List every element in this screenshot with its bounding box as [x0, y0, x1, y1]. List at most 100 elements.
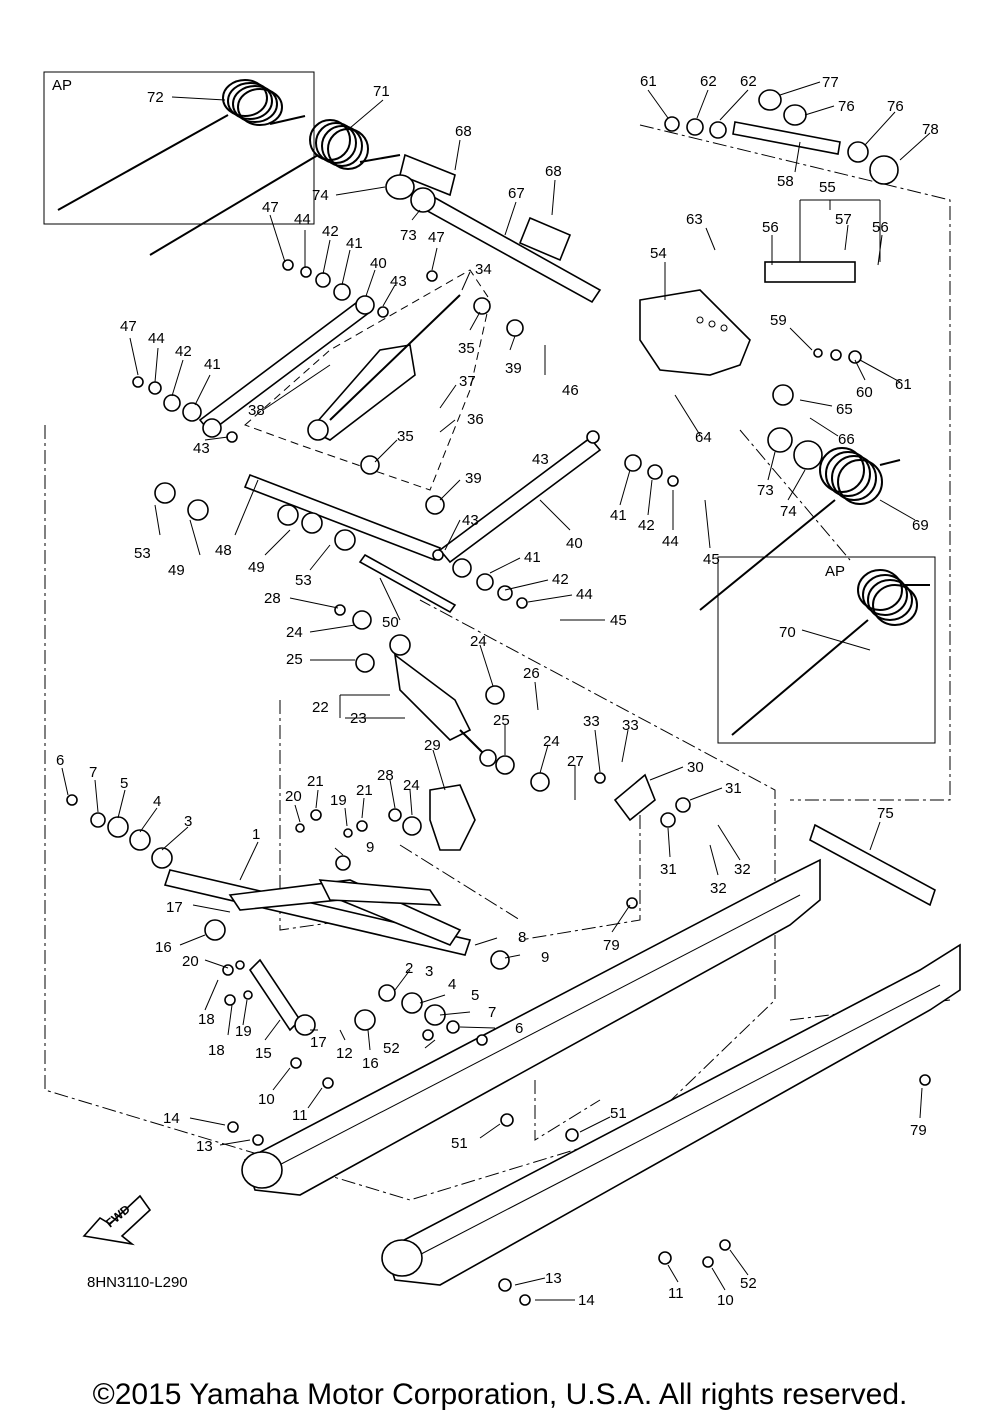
callout-74b: 74 [780, 503, 797, 520]
callout-77: 77 [822, 74, 839, 91]
callout-43b: 43 [193, 440, 210, 457]
callout-47b: 47 [428, 229, 445, 246]
callout-5a: 5 [120, 775, 128, 792]
callout-44d: 44 [576, 586, 593, 603]
callout-9b: 9 [541, 949, 549, 966]
callout-43d: 43 [462, 512, 479, 529]
callout-38: 38 [248, 402, 265, 419]
callout-29: 29 [424, 737, 441, 754]
callout-68a: 68 [455, 123, 472, 140]
spring-71 [149, 119, 401, 256]
callout-53a: 53 [134, 545, 151, 562]
callout-48: 48 [215, 542, 232, 559]
callout-20b: 20 [182, 953, 199, 970]
callout-76a: 76 [838, 98, 855, 115]
callout-19b: 19 [235, 1023, 252, 1040]
callout-32a: 32 [734, 861, 751, 878]
callout-3a: 3 [184, 813, 192, 830]
callout-18b: 18 [208, 1042, 225, 1059]
callout-35b: 35 [397, 428, 414, 445]
callout-19a: 19 [330, 792, 347, 809]
callout-14b: 14 [578, 1292, 595, 1309]
callout-42a: 42 [322, 223, 339, 240]
callout-30: 30 [687, 759, 704, 776]
callout-labels: 72 71 68 68 67 74 73 47 44 42 41 40 47 4… [56, 73, 939, 1309]
callout-14a: 14 [163, 1110, 180, 1127]
ap-inset-right: AP [717, 556, 936, 744]
callout-6b: 6 [515, 1020, 523, 1037]
callout-45a: 45 [703, 551, 720, 568]
callout-5b: 5 [471, 987, 479, 1004]
copyright-notice: ©2015 Yamaha Motor Corporation, U.S.A. A… [92, 1378, 908, 1411]
fwd-arrow: FWD [82, 1194, 152, 1246]
callout-44b: 44 [148, 330, 165, 347]
callout-39a: 39 [505, 360, 522, 377]
callout-41d: 41 [524, 549, 541, 566]
callout-41c: 41 [610, 507, 627, 524]
callout-32b: 32 [710, 880, 727, 897]
callout-70: 70 [779, 624, 796, 641]
callout-4a: 4 [153, 793, 161, 810]
spring-70 [731, 569, 930, 736]
callout-24c: 24 [543, 733, 560, 750]
shock-subassembly-box [244, 269, 491, 491]
callout-78: 78 [922, 121, 939, 138]
callout-55: 55 [819, 179, 836, 196]
ap-label-right: AP [825, 563, 845, 580]
callout-54: 54 [650, 245, 667, 262]
callout-31a: 31 [725, 780, 742, 797]
callout-43a: 43 [390, 273, 407, 290]
callout-7a: 7 [89, 764, 97, 781]
callout-44c: 44 [662, 533, 679, 550]
rail-right [381, 943, 961, 1286]
callout-47a: 47 [262, 199, 279, 216]
ap-label-top: AP [52, 77, 72, 94]
shock-22 [389, 634, 497, 767]
callout-79a: 79 [603, 937, 620, 954]
callout-18a: 18 [198, 1011, 215, 1028]
small-parts [66, 89, 931, 1306]
callout-28b: 28 [377, 767, 394, 784]
callout-66: 66 [838, 431, 855, 448]
callout-16b: 16 [362, 1055, 379, 1072]
callout-71: 71 [373, 83, 390, 100]
callout-13b: 13 [545, 1270, 562, 1287]
callout-74a: 74 [312, 187, 329, 204]
callout-56a: 56 [762, 219, 779, 236]
callout-43c: 43 [532, 451, 549, 468]
callout-10b: 10 [717, 1292, 734, 1309]
callout-4b: 4 [448, 976, 456, 993]
callout-22: 22 [312, 699, 329, 716]
callout-2: 2 [405, 960, 413, 977]
callout-52a: 52 [383, 1040, 400, 1057]
callout-13a: 13 [196, 1138, 213, 1155]
callout-11a: 11 [292, 1107, 308, 1124]
callout-34: 34 [475, 261, 492, 278]
callout-11b: 11 [668, 1285, 684, 1302]
spring-72 [57, 79, 306, 211]
shock-38 [307, 294, 461, 441]
callout-50: 50 [382, 614, 399, 631]
callout-40a: 40 [370, 255, 387, 272]
callout-67: 67 [508, 185, 525, 202]
callout-56b: 56 [872, 219, 889, 236]
callout-51a: 51 [451, 1135, 468, 1152]
callout-24b: 24 [470, 633, 487, 650]
callout-16a: 16 [155, 939, 172, 956]
callout-35a: 35 [458, 340, 475, 357]
callout-68b: 68 [545, 163, 562, 180]
callout-9a: 9 [366, 839, 374, 856]
callout-17a: 17 [166, 899, 183, 916]
callout-62a: 62 [700, 73, 717, 90]
callout-33b: 33 [622, 717, 639, 734]
callout-49a: 49 [168, 562, 185, 579]
callout-7b: 7 [488, 1004, 496, 1021]
callout-39b: 39 [465, 470, 482, 487]
callout-28a: 28 [264, 590, 281, 607]
callout-31b: 31 [660, 861, 677, 878]
callout-36: 36 [467, 411, 484, 428]
callout-21b: 21 [356, 782, 373, 799]
callout-73a: 73 [400, 227, 417, 244]
callout-41b: 41 [204, 356, 221, 373]
